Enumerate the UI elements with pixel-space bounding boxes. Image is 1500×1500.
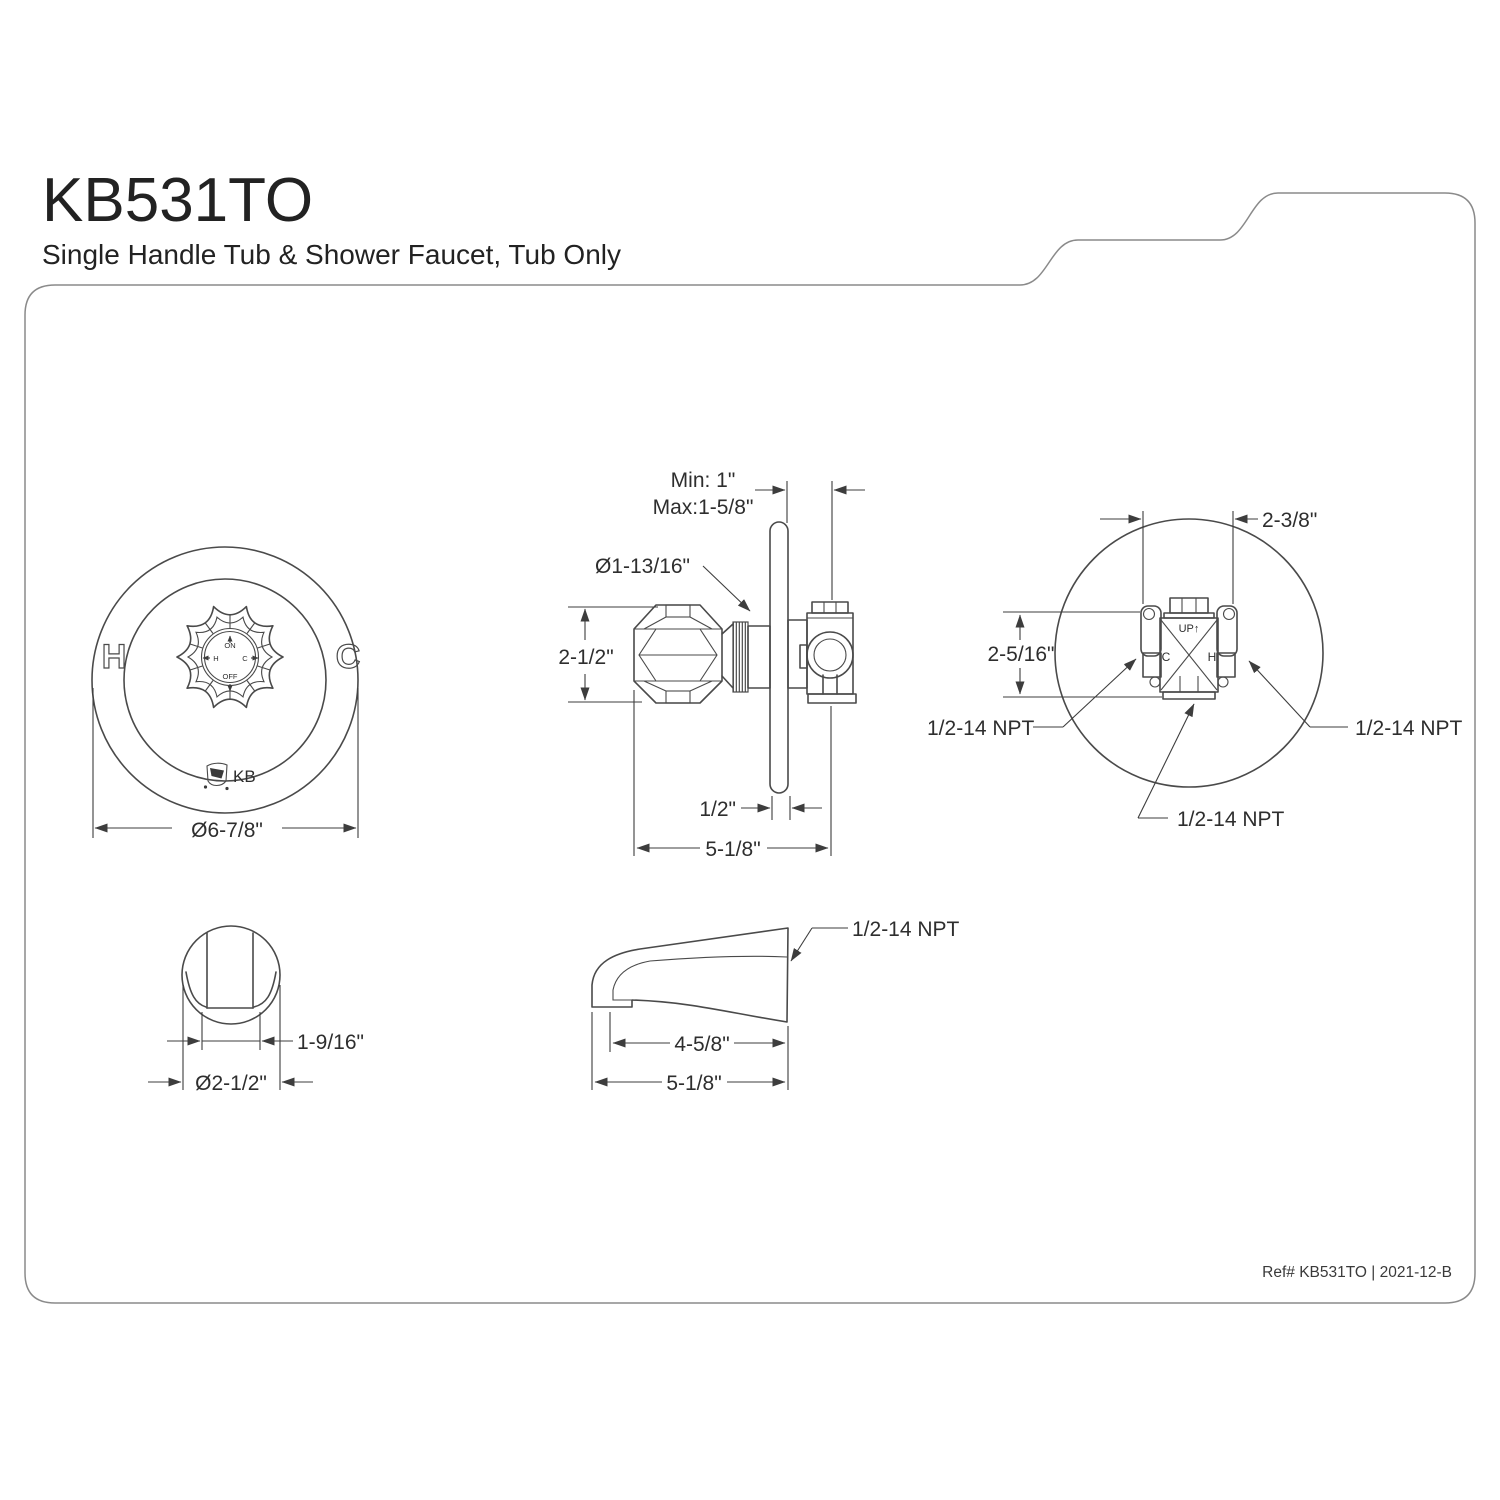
- spout-inner-top: [649, 955, 788, 962]
- model-number: KB531TO: [42, 166, 314, 235]
- sheet-border: [24, 192, 1476, 1304]
- handle-height-dimension: 2-1/2": [558, 606, 658, 703]
- knob-on-label: ON: [224, 641, 235, 650]
- knob-cold-label: C: [242, 654, 248, 663]
- escutcheon-back-circle: [1054, 518, 1324, 788]
- dim-port-height: 2-5/16": [988, 643, 1055, 666]
- spout-diameter-dimension: Ø2-1/2": [148, 985, 313, 1095]
- knob-hot-label: H: [213, 654, 218, 663]
- knob-off-label: OFF: [223, 672, 238, 681]
- spout-side-view: 1/2-14 NPT 4-5/8" 5-1/8": [591, 918, 960, 1095]
- knob-facet-lines: [189, 615, 271, 699]
- npt-callout-right: 1/2-14 NPT: [1248, 660, 1463, 740]
- opening-width-dimension: 1-9/16": [167, 1012, 364, 1054]
- npt-callout-left: 1/2-14 NPT: [927, 658, 1137, 740]
- cold-port-label: C: [1162, 650, 1171, 664]
- handle-diameter-callout: Ø1-13/16": [595, 555, 751, 612]
- handle-knob: ON OFF H C: [176, 605, 284, 709]
- dim-handle-diameter: Ø1-13/16": [595, 555, 690, 578]
- handle-side: [633, 604, 723, 704]
- dim-wall-min: Min: 1": [671, 469, 736, 492]
- up-orientation-label: UP↑: [1179, 623, 1200, 635]
- spout-outline: [591, 927, 789, 1023]
- spout-npt-callout: 1/2-14 NPT: [790, 918, 960, 962]
- cold-indicator: C: [336, 638, 361, 676]
- escutcheon-inner-circle: [123, 578, 327, 782]
- spout-flare-right: [253, 971, 277, 1008]
- dim-front-diameter: Ø6-7/8": [191, 819, 263, 842]
- product-subtitle: Single Handle Tub & Shower Faucet, Tub O…: [42, 239, 621, 270]
- reference-footer: Ref# KB531TO | 2021-12-B: [1262, 1264, 1452, 1281]
- spout-inner-nose: [612, 960, 651, 1001]
- dim-opening-width: 1-9/16": [297, 1031, 364, 1054]
- valve-side-view: Min: 1" Max:1-5/8" Ø1-13/16" 2-1/2": [558, 469, 865, 861]
- kb-shield-mark: [210, 768, 224, 779]
- dim-spout-diameter: Ø2-1/2": [195, 1072, 267, 1095]
- knob-inner-scallop: [186, 616, 274, 698]
- kb-shield-dot-left: [203, 785, 208, 789]
- knurled-adapter: [732, 621, 749, 693]
- kb-logo: KB: [203, 762, 256, 791]
- escutcheon-plate-side: [769, 521, 789, 794]
- plate-thickness-dimension: 1/2": [699, 796, 822, 821]
- overall-depth-dimension: 5-1/8": [633, 690, 832, 861]
- front-trim-view: H C ON OFF H C: [91, 546, 361, 842]
- spout-length-dimension: 5-1/8": [591, 1012, 786, 1095]
- dim-plate-thickness: 1/2": [699, 798, 736, 821]
- spout-reach-dimension: 4-5/8": [609, 1012, 789, 1090]
- valve-body-side: [787, 601, 857, 704]
- valve-body-back: UP↑ C H: [1140, 597, 1238, 700]
- dim-spout-length: 5-1/8": [666, 1072, 721, 1095]
- hot-indicator: H: [102, 638, 127, 676]
- spout-front-view: 1-9/16" Ø2-1/2": [148, 925, 364, 1095]
- escutcheon-outer-circle: [91, 546, 359, 814]
- dim-handle-height: 2-1/2": [558, 646, 613, 669]
- npt-bottom-label: 1/2-14 NPT: [1177, 808, 1285, 831]
- sleeve: [747, 625, 771, 689]
- dim-overall-depth: 5-1/8": [705, 838, 760, 861]
- port-height-dimension: 2-5/16": [988, 611, 1162, 698]
- kb-shield-dot-right: [225, 786, 229, 791]
- dim-spout-reach: 4-5/8": [674, 1033, 729, 1056]
- valve-back-view: UP↑ C H 2-3/8" 2-5/16": [927, 509, 1463, 831]
- spout-npt-label: 1/2-14 NPT: [852, 918, 960, 941]
- knob-outer-scallop: [176, 605, 284, 709]
- title-block: KB531TO Single Handle Tub & Shower Fauce…: [42, 168, 621, 272]
- spout-flare-left: [185, 971, 207, 1008]
- wall-thickness-dimension: Min: 1" Max:1-5/8": [653, 469, 865, 600]
- kb-shield-icon: [206, 762, 228, 787]
- npt-callout-bottom: 1/2-14 NPT: [1137, 703, 1285, 831]
- kb-brand-text: KB: [233, 767, 256, 786]
- hot-port-label: H: [1208, 650, 1217, 664]
- front-diameter-dimension: Ø6-7/8": [92, 688, 359, 842]
- dim-wall-max: Max:1-5/8": [653, 496, 754, 519]
- spout-front-circle: [181, 925, 281, 1025]
- port-spread-dimension: 2-3/8": [1100, 509, 1317, 604]
- npt-left-label: 1/2-14 NPT: [927, 717, 1035, 740]
- dim-port-spread: 2-3/8": [1262, 509, 1317, 532]
- npt-right-label: 1/2-14 NPT: [1355, 717, 1463, 740]
